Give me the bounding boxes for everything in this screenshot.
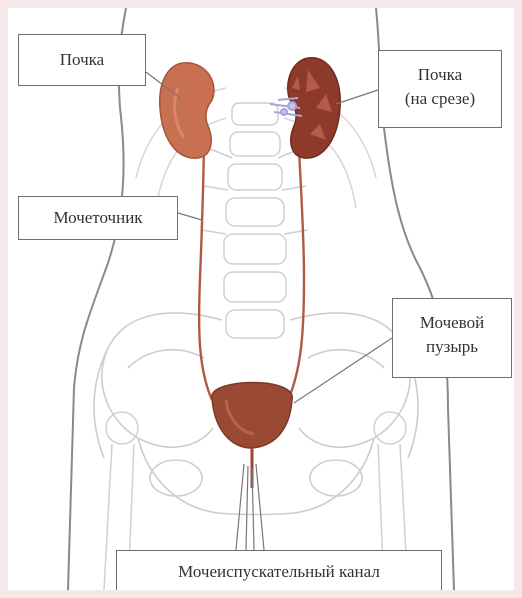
label-bladder: Мочевой пузырь xyxy=(392,298,512,378)
label-bladder-line1: Мочевой xyxy=(399,311,505,335)
kidney-left xyxy=(160,63,214,158)
label-ureter: Мочеточник xyxy=(18,196,178,240)
bladder xyxy=(212,383,292,449)
label-ureter-text: Мочеточник xyxy=(25,206,171,230)
label-urethra: Мочеиспускательный канал xyxy=(116,550,442,590)
ureter-left xyxy=(199,128,212,400)
label-kidney-text: Почка xyxy=(25,48,139,72)
label-kidney-section-line2: (на срезе) xyxy=(385,87,495,111)
body-outline-left xyxy=(68,8,126,590)
ureter-right xyxy=(288,126,304,400)
label-kidney: Почка xyxy=(18,34,146,86)
label-bladder-line2: пузырь xyxy=(399,335,505,359)
label-urethra-text: Мочеиспускательный канал xyxy=(123,560,435,584)
label-kidney-section: Почка (на срезе) xyxy=(378,50,502,128)
label-kidney-section-line1: Почка xyxy=(385,63,495,87)
diagram-canvas: Почка Почка (на срезе) Мочеточник Мочево… xyxy=(8,8,514,590)
